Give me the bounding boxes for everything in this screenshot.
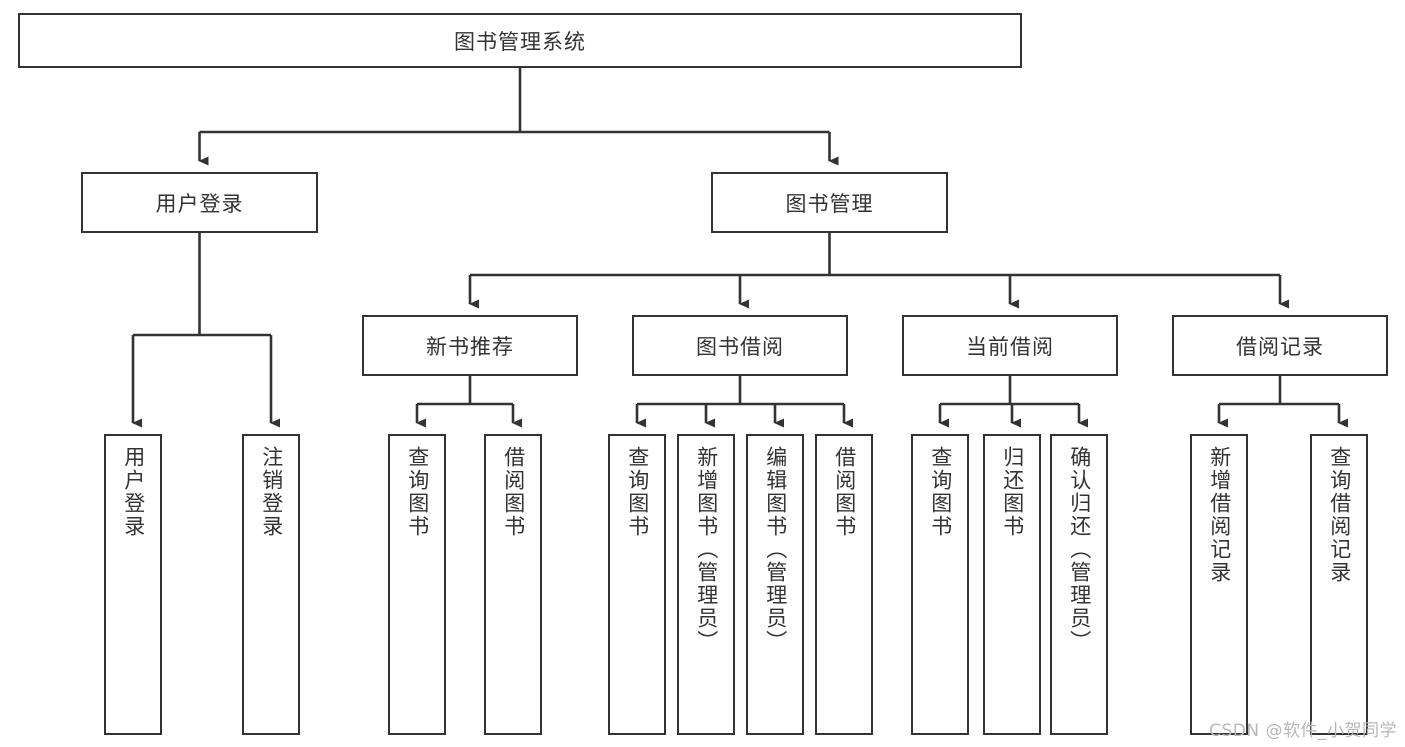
node-label-leaf-user-login: 用户登录 <box>121 446 146 538</box>
node-label-leaf-query-book-3: 查询图书 <box>928 446 953 538</box>
node-label-leaf-add-book: 新增图书（管理员） <box>694 446 719 653</box>
node-label-leaf-borrow-book-1: 借阅图书 <box>501 446 526 538</box>
node-label-leaf-edit-book: 编辑图书（管理员） <box>763 446 788 653</box>
node-label-leaf-logout: 注销登录 <box>259 446 284 538</box>
node-book-borrow[interactable]: 图书借阅 <box>632 315 848 376</box>
node-label-leaf-query-record: 查询借阅记录 <box>1327 446 1352 584</box>
node-leaf-query-book-3[interactable]: 查询图书 <box>911 434 969 735</box>
node-new-book-recommend[interactable]: 新书推荐 <box>362 315 578 376</box>
node-label-book-manage: 图书管理 <box>785 191 874 216</box>
node-label-book-borrow: 图书借阅 <box>696 334 784 359</box>
node-label-leaf-query-book-2: 查询图书 <box>625 446 650 538</box>
node-leaf-logout[interactable]: 注销登录 <box>242 434 300 735</box>
node-leaf-edit-book[interactable]: 编辑图书（管理员） <box>746 434 804 735</box>
node-leaf-query-book-2[interactable]: 查询图书 <box>608 434 666 735</box>
node-current-borrow[interactable]: 当前借阅 <box>902 315 1118 376</box>
node-label-root: 图书管理系统 <box>454 29 586 54</box>
node-label-current-borrow: 当前借阅 <box>966 334 1054 359</box>
node-borrow-record[interactable]: 借阅记录 <box>1172 315 1388 376</box>
node-label-new-book-recommend: 新书推荐 <box>426 334 514 359</box>
node-leaf-query-record[interactable]: 查询借阅记录 <box>1310 434 1368 735</box>
node-label-leaf-query-book-1: 查询图书 <box>405 446 430 538</box>
node-book-manage[interactable]: 图书管理 <box>711 172 948 233</box>
node-label-leaf-return-book: 归还图书 <box>1000 446 1025 538</box>
node-leaf-borrow-book-2[interactable]: 借阅图书 <box>815 434 873 735</box>
node-leaf-add-book[interactable]: 新增图书（管理员） <box>677 434 735 735</box>
node-label-leaf-confirm-return: 确认归还（管理员） <box>1067 446 1092 653</box>
node-leaf-confirm-return[interactable]: 确认归还（管理员） <box>1050 434 1108 735</box>
node-leaf-user-login[interactable]: 用户登录 <box>104 434 162 735</box>
node-leaf-borrow-book-1[interactable]: 借阅图书 <box>484 434 542 735</box>
node-label-leaf-add-record: 新增借阅记录 <box>1207 446 1232 584</box>
node-user-login[interactable]: 用户登录 <box>81 172 318 233</box>
node-leaf-return-book[interactable]: 归还图书 <box>983 434 1041 735</box>
node-label-user-login: 用户登录 <box>155 191 244 216</box>
node-label-borrow-record: 借阅记录 <box>1236 334 1324 359</box>
node-leaf-add-record[interactable]: 新增借阅记录 <box>1190 434 1248 735</box>
watermark-label: CSDN @软件_小贺同学 <box>1209 721 1397 741</box>
node-label-leaf-borrow-book-2: 借阅图书 <box>832 446 857 538</box>
node-leaf-query-book-1[interactable]: 查询图书 <box>388 434 446 735</box>
node-root[interactable]: 图书管理系统 <box>18 13 1022 68</box>
